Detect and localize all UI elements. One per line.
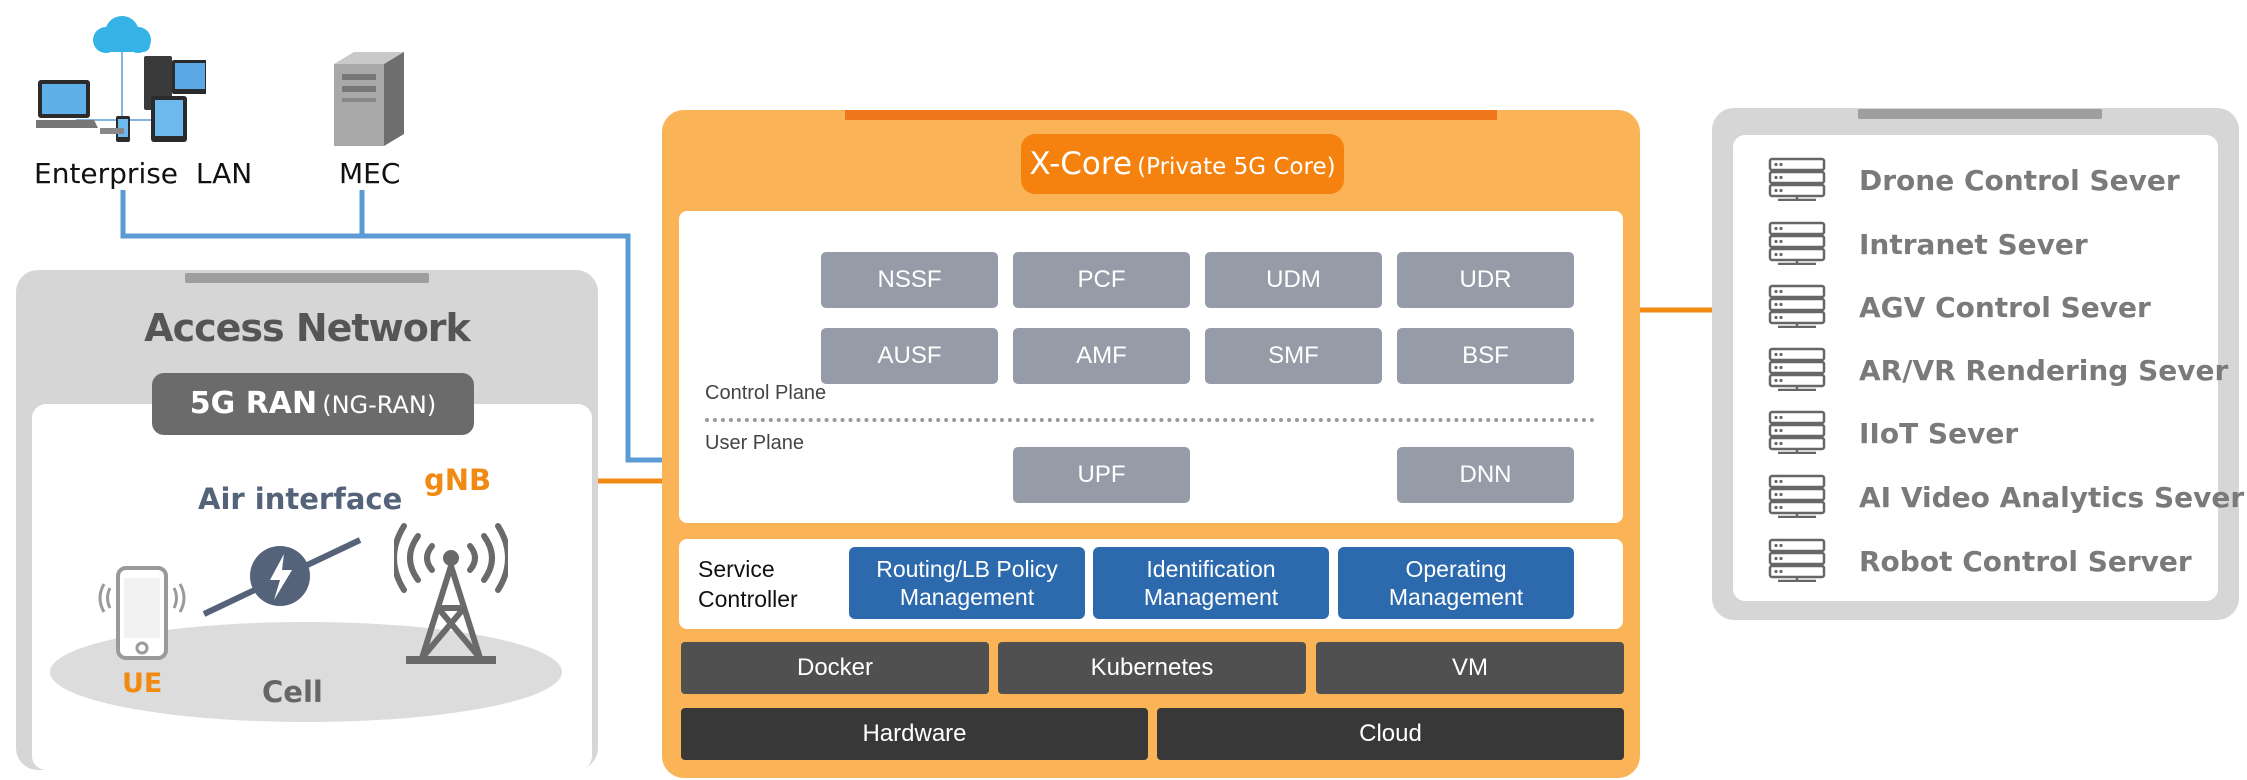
ran-label-pill: 5G RAN (NG-RAN) (152, 373, 474, 435)
server-label: Intranet Sever (1859, 228, 2088, 261)
nf-pcf: PCF (1013, 252, 1190, 308)
mec-label: MEC (339, 157, 401, 190)
service-identification-line1: Identification (1146, 556, 1276, 582)
rack-server-icon (1768, 474, 1826, 523)
ran-sub-label: (NG-RAN) (322, 391, 437, 419)
lightning-icon (200, 530, 364, 620)
server-label: AI Video Analytics Sever (1859, 481, 2245, 514)
smartphone-icon (94, 566, 190, 662)
service-controller-label-line1: Service (698, 556, 775, 582)
xcore-title-sub: (Private 5G Core) (1137, 154, 1336, 180)
server-item: Robot Control Server (1768, 538, 2208, 583)
rack-server-icon (1768, 538, 1826, 587)
xcore-top-bar (845, 110, 1497, 120)
nf-nssf: NSSF (821, 252, 998, 308)
ran-main-label: 5G RAN (189, 386, 318, 421)
nf-ausf: AUSF (821, 328, 998, 384)
rack-server-icon (1768, 347, 1826, 396)
service-controller-label-line2: Controller (698, 586, 798, 612)
server-label: Drone Control Sever (1859, 164, 2180, 197)
server-item: AR/VR Rendering Sever (1768, 347, 2228, 392)
access-network-tab-bar (185, 273, 429, 283)
service-routing-lb-line2: Management (899, 584, 1035, 610)
gnb-label: gNB (424, 463, 492, 497)
service-operating-line2: Management (1388, 584, 1524, 610)
server-item: Intranet Sever (1768, 221, 2208, 266)
nf-upf: UPF (1013, 447, 1190, 503)
runtime-vm: VM (1316, 642, 1624, 694)
control-plane-label: Control Plane (705, 382, 827, 404)
server-label: Robot Control Server (1859, 545, 2192, 578)
infra-cloud: Cloud (1157, 708, 1624, 760)
service-identification-line2: Management (1143, 584, 1279, 610)
nf-udm: UDM (1205, 252, 1382, 308)
server-label: AR/VR Rendering Sever (1859, 354, 2229, 387)
cell-label: Cell (262, 675, 323, 709)
xcore-title-main: X-Core (1029, 146, 1133, 182)
nf-udr: UDR (1397, 252, 1574, 308)
mec-server-icon (334, 50, 404, 146)
antenna-tower-icon (391, 500, 511, 666)
infra-hardware: Hardware (681, 708, 1148, 760)
servers-tab-bar (1858, 109, 2102, 119)
server-label: IIoT Sever (1859, 417, 2019, 450)
rack-server-icon (1768, 410, 1826, 459)
servers-inner (1733, 135, 2218, 601)
server-item: Drone Control Sever (1768, 157, 2208, 202)
server-item: IIoT Sever (1768, 410, 2208, 455)
ue-label: UE (122, 668, 163, 699)
runtime-kubernetes: Kubernetes (998, 642, 1306, 694)
nf-bsf: BSF (1397, 328, 1574, 384)
access-network-title: Access Network (144, 306, 471, 350)
server-label: AGV Control Sever (1859, 291, 2151, 324)
rack-server-icon (1768, 221, 1826, 270)
air-interface-label: Air interface (198, 482, 403, 516)
nf-amf: AMF (1013, 328, 1190, 384)
nf-dnn: DNN (1397, 447, 1574, 503)
service-controller-label: Service Controller (698, 554, 798, 614)
nf-smf: SMF (1205, 328, 1382, 384)
server-item: AI Video Analytics Sever (1768, 474, 2244, 519)
rack-server-icon (1768, 284, 1826, 333)
enterprise-lan-icon (34, 8, 216, 150)
server-item: AGV Control Sever (1768, 284, 2208, 329)
user-plane-label: User Plane (705, 432, 804, 454)
service-operating-line1: Operating (1405, 556, 1507, 582)
enterprise-lan-label: Enterprise LAN (34, 157, 253, 190)
rack-server-icon (1768, 157, 1826, 206)
service-routing-lb-line1: Routing/LB Policy (876, 556, 1058, 582)
plane-divider (705, 418, 1595, 422)
xcore-title: X-Core (Private 5G Core) (1021, 134, 1344, 194)
runtime-docker: Docker (681, 642, 989, 694)
